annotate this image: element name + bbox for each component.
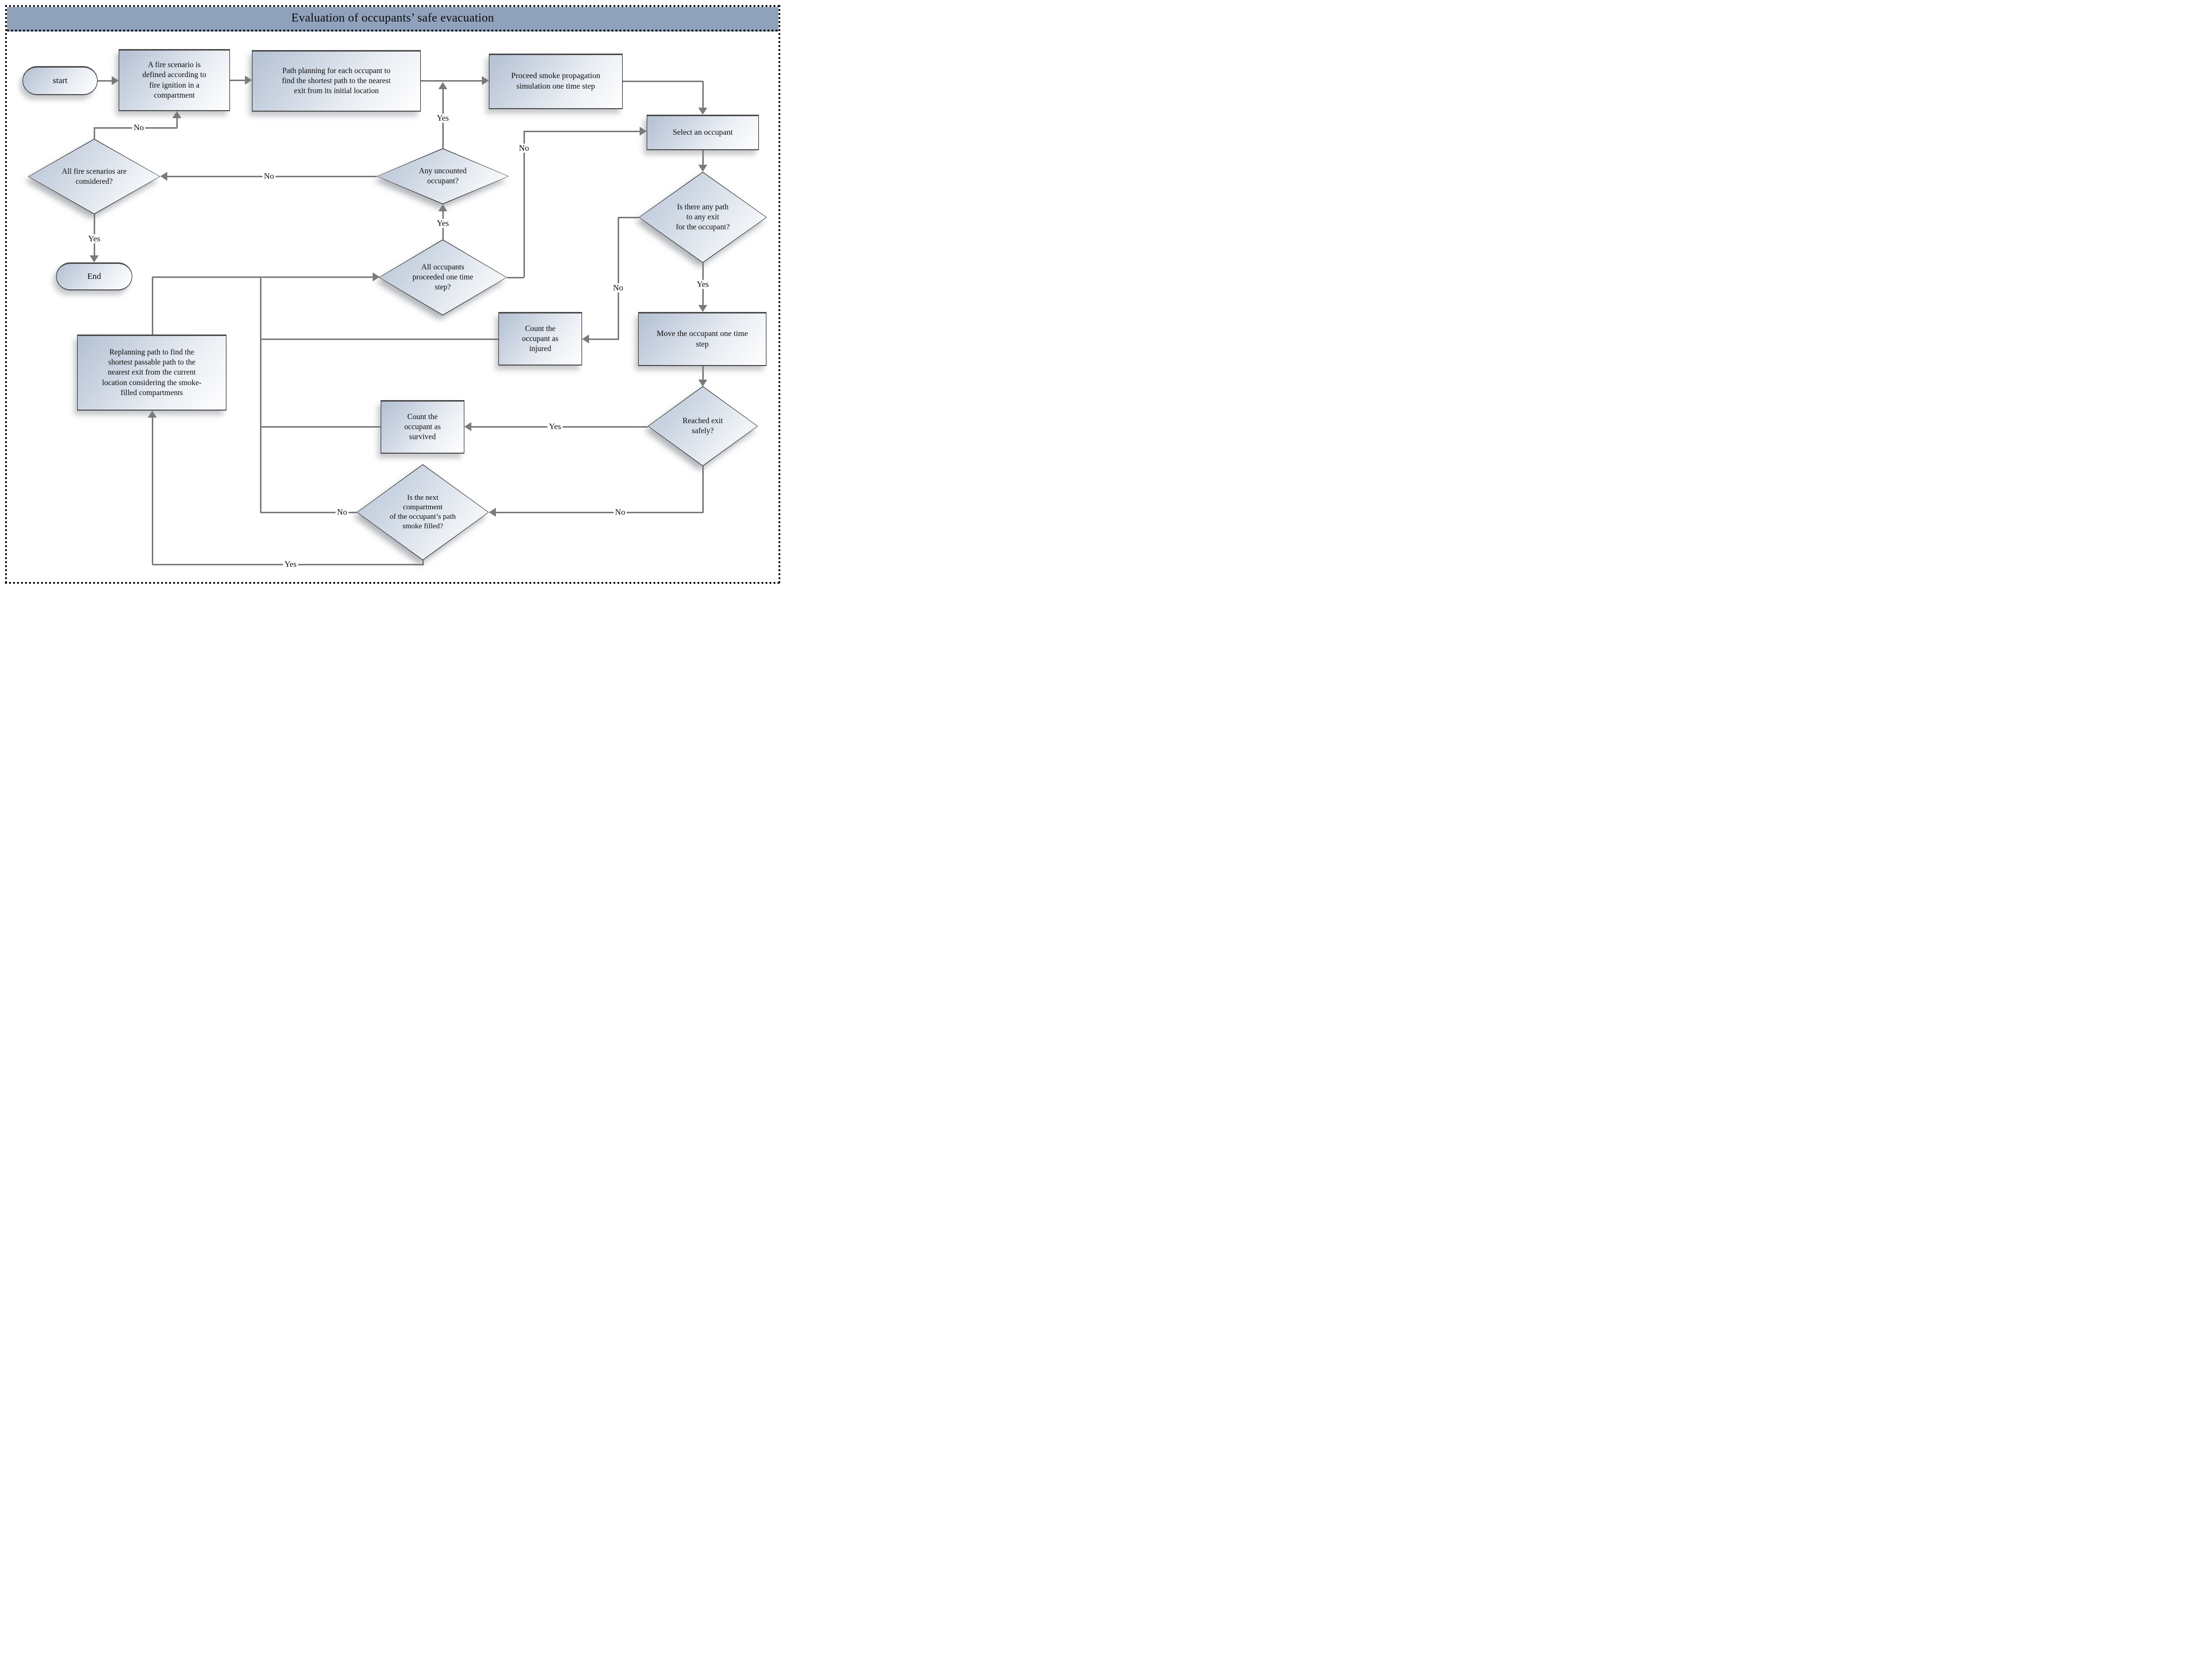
connector-line	[589, 339, 619, 340]
connector-line	[230, 80, 245, 81]
connector-line	[618, 217, 619, 339]
connector-line	[495, 512, 703, 513]
page-title: Evaluation of occupants’ safe evacuation	[291, 12, 494, 25]
node-any-uncounted: Any uncounted occupant?	[377, 148, 509, 204]
arrowhead	[438, 82, 447, 89]
node-reached-exit: Reached exit safely?	[648, 386, 758, 466]
node-any-path-to-exit: Is there any path to any exit for the oc…	[639, 172, 767, 263]
connector-line	[523, 131, 525, 277]
arrowhead	[640, 127, 647, 136]
node-all-scenarios-considered: All fire scenarios are considered?	[28, 139, 160, 214]
connector-line	[702, 466, 704, 513]
edge-label-path-no: No	[611, 283, 625, 293]
node-move-occupant: Move the occupant one time step	[638, 312, 766, 366]
flowchart-canvas: Evaluation of occupants’ safe evacuation	[0, 0, 785, 589]
connector-line	[260, 512, 357, 513]
arrowhead	[160, 172, 167, 181]
arrowhead	[373, 272, 380, 281]
edge-label-reached-no: No	[613, 507, 627, 517]
connector-line	[702, 150, 704, 165]
edge-label-proceeded-no: No	[517, 143, 531, 153]
arrowhead	[698, 108, 707, 115]
arrowhead	[582, 335, 589, 344]
arrowhead	[148, 411, 157, 418]
title-bar: Evaluation of occupants’ safe evacuation	[7, 7, 778, 32]
connector-line	[421, 80, 482, 82]
connector-line	[94, 128, 95, 139]
connector-line	[98, 80, 112, 82]
connector-line	[152, 277, 153, 335]
arrowhead	[90, 255, 99, 262]
edge-label-reached-yes: Yes	[547, 422, 563, 432]
arrowhead	[698, 165, 707, 172]
dotted-frame	[5, 5, 780, 584]
edge-label-scenarios-no: No	[132, 123, 146, 133]
node-next-compartment-smoke: Is the next compartment of the occupant’…	[357, 464, 489, 560]
connector-line	[260, 426, 381, 428]
node-start: start	[23, 66, 98, 95]
edge-label-smoke-yes: Yes	[283, 559, 299, 569]
connector-line	[702, 366, 704, 380]
connector-line	[523, 131, 640, 132]
connector-line	[618, 217, 639, 218]
arrowhead	[482, 76, 489, 85]
arrowhead	[489, 508, 496, 517]
edge-label-scenarios-yes: Yes	[86, 234, 102, 244]
arrowhead	[464, 422, 471, 431]
node-path-planning: Path planning for each occupant to find …	[252, 50, 421, 112]
connector-line	[702, 81, 704, 108]
connector-line	[260, 339, 498, 340]
connector-line	[176, 118, 178, 128]
node-replanning: Replanning path to find the shortest pas…	[77, 335, 226, 411]
node-count-injured: Count the occupant as injured	[498, 312, 582, 366]
edge-label-uncounted-yes: Yes	[435, 113, 451, 123]
connector-line	[507, 277, 524, 278]
edge-label-proceeded-yes: Yes	[435, 218, 451, 228]
node-count-survived: Count the occupant as survived	[381, 400, 464, 454]
arrowhead	[698, 380, 707, 387]
connector-line	[623, 81, 703, 82]
arrowhead	[245, 76, 252, 85]
connector-line	[152, 418, 153, 564]
node-end: End	[56, 262, 132, 290]
node-smoke-simulation: Proceed smoke propagation simulation one…	[489, 54, 623, 109]
node-fire-scenario: A fire scenario is defined according to …	[119, 49, 230, 111]
arrowhead	[698, 305, 707, 312]
connector-line	[422, 560, 424, 565]
arrowhead	[112, 76, 119, 85]
connector-line	[152, 276, 373, 278]
node-select-occupant: Select an occupant	[647, 115, 759, 150]
connector-line	[260, 277, 261, 513]
node-all-proceeded: All occupants proceeded one time step?	[379, 239, 507, 315]
arrowhead	[438, 204, 447, 211]
edge-label-path-yes: Yes	[695, 279, 711, 289]
edge-label-smoke-no: No	[335, 507, 349, 517]
arrowhead	[172, 111, 181, 118]
edge-label-uncounted-no: No	[262, 171, 276, 181]
